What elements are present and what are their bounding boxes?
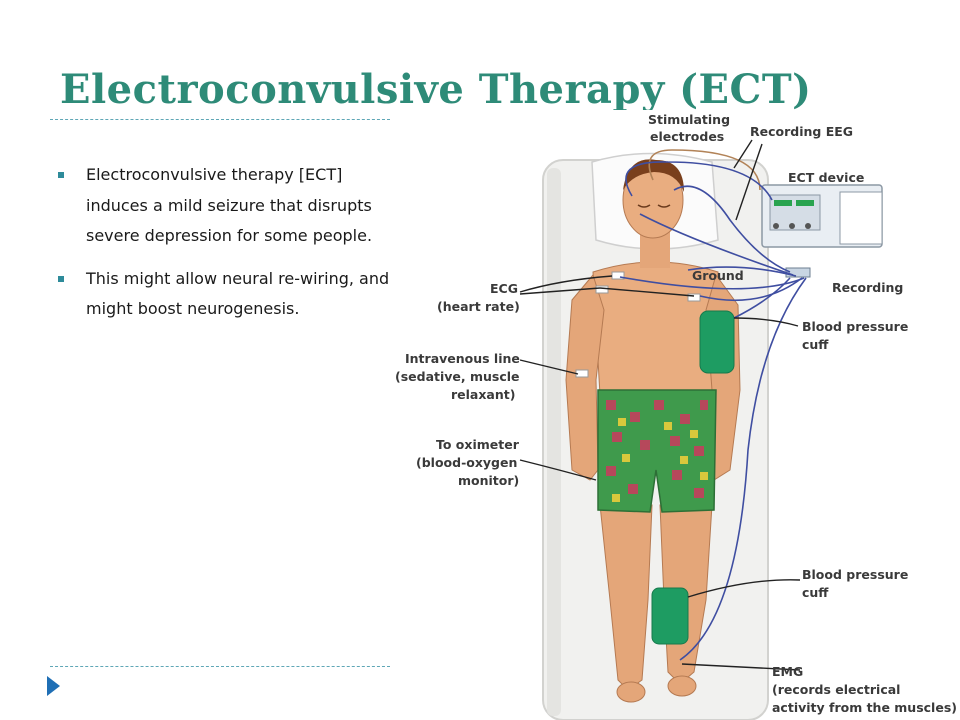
ecg-pad xyxy=(611,271,625,280)
label-stimulating-electrodes-1: Stimulating xyxy=(648,112,730,127)
slide-title: Electroconvulsive Therapy (ECT) xyxy=(60,66,812,110)
title-divider xyxy=(50,119,390,120)
bed-edge xyxy=(547,168,561,716)
footer-divider xyxy=(50,666,390,667)
label-ground: Ground xyxy=(692,268,744,283)
left-foot xyxy=(616,681,646,703)
label-ecg-1: ECG xyxy=(490,281,518,296)
ecg-pad xyxy=(595,285,609,294)
bullet-list: Electroconvulsive therapy [ECT] induces … xyxy=(58,160,390,337)
label-leader-lines xyxy=(519,139,801,671)
label-bp-lower-2: cuff xyxy=(802,585,829,600)
hair xyxy=(623,159,684,192)
label-ect-device: ECT device xyxy=(788,170,864,185)
label-iv-2: (sedative, muscle xyxy=(395,369,520,384)
bullet-item: Electroconvulsive therapy [ECT] induces … xyxy=(58,160,390,252)
label-recording: Recording xyxy=(832,280,903,295)
ect-diagram: Stimulating electrodes Recording EEG ECT… xyxy=(395,112,957,720)
label-iv-3: relaxant) xyxy=(451,387,515,402)
bullet-item: This might allow neural re-wiring, and m… xyxy=(58,264,390,325)
label-emg-1: EMG xyxy=(772,664,803,679)
ect-printer xyxy=(839,191,883,245)
label-recording-eeg: Recording EEG xyxy=(750,124,853,139)
bullet-square-icon xyxy=(58,172,64,178)
label-stimulating-electrodes-2: electrodes xyxy=(650,129,724,144)
ecg-pad xyxy=(687,293,701,302)
closed-eyes xyxy=(637,204,671,208)
shorts-pattern xyxy=(606,400,708,498)
label-oximeter-1: To oximeter xyxy=(436,437,520,452)
bullet-text: This might allow neural re-wiring, and m… xyxy=(86,268,390,319)
label-oximeter-3: monitor) xyxy=(458,473,519,488)
label-emg-2: (records electrical xyxy=(772,682,900,697)
bullet-text: Electroconvulsive therapy [ECT] induces … xyxy=(86,165,373,245)
bullet-square-icon xyxy=(58,275,64,282)
label-oximeter-2: (blood-oxygen xyxy=(416,455,517,470)
upper-arm-cuff xyxy=(699,310,735,374)
label-bp-upper-2: cuff xyxy=(802,337,829,352)
label-bp-lower-1: Blood pressure xyxy=(802,567,908,582)
electrode-wires xyxy=(619,149,807,661)
calf-cuff xyxy=(651,587,689,645)
label-iv-1: Intravenous line xyxy=(405,351,520,366)
label-emg-3: activity from the muscles) xyxy=(772,700,957,715)
label-bp-upper-1: Blood pressure xyxy=(802,319,908,334)
shorts-pattern-yellow xyxy=(612,418,708,502)
right-foot xyxy=(667,675,697,697)
label-ecg-2: (heart rate) xyxy=(437,299,520,314)
next-slide-arrow-icon[interactable] xyxy=(47,676,60,696)
